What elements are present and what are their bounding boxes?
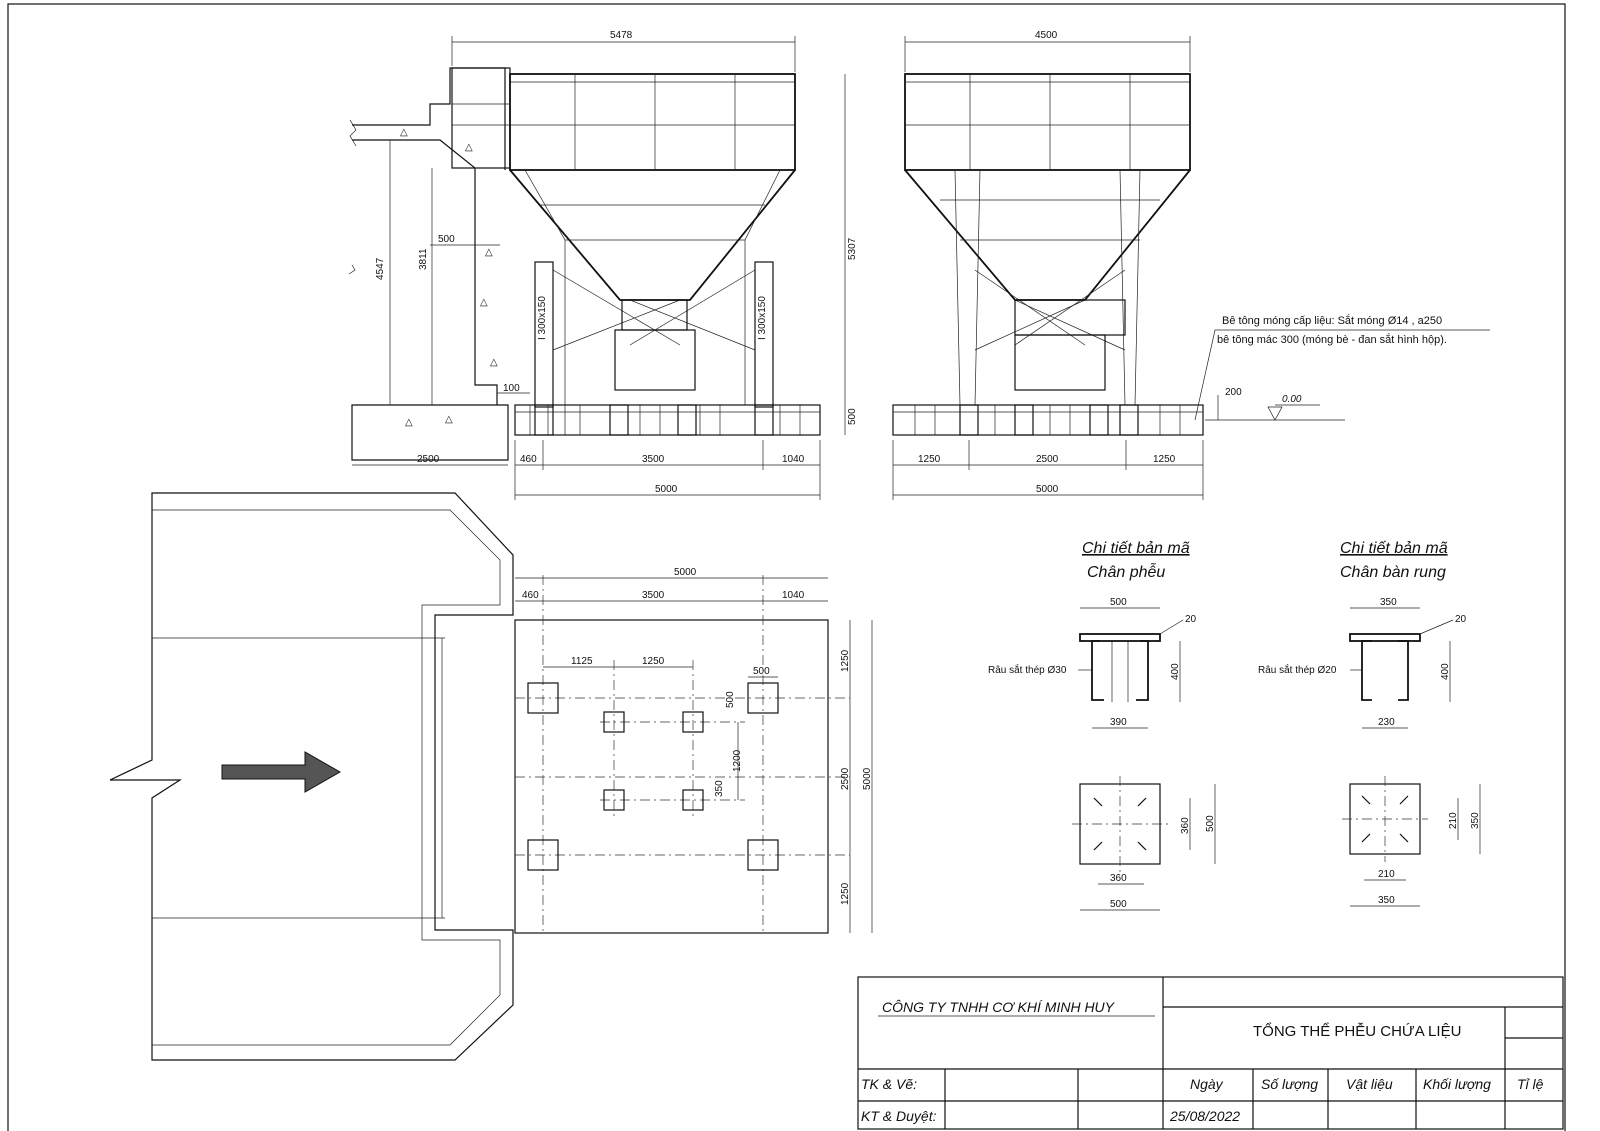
- elevation-right: 4500 1250 2500 1250 5000 200 0.00 Bê tôn…: [892, 30, 1490, 500]
- dim-wall-width: 2500: [417, 454, 440, 465]
- detail-hopper-thickness: 20: [1185, 614, 1197, 625]
- detail-screen-title1: Chi tiết bản mã: [1340, 540, 1448, 557]
- svg-text:△: △: [480, 297, 488, 308]
- plan-dim-overall-height: 5000: [862, 767, 873, 790]
- sheet-border: [7, 3, 1566, 1131]
- quantity-label: Số lượng: [1261, 1076, 1318, 1092]
- dim-column-spacing: 3500: [642, 454, 665, 465]
- company-name: CÔNG TY TNHH CƠ KHÍ MINH HUY: [882, 999, 1116, 1015]
- plan-dim-left-offset: 460: [522, 590, 539, 601]
- detail-screen-plate-width: 350: [1380, 597, 1397, 608]
- plan-dim-inner-offset: 1125: [571, 656, 593, 667]
- plan-dim-overall-width: 5000: [674, 567, 697, 578]
- dim-setback: 500: [438, 234, 455, 245]
- dim-gap: 100: [503, 383, 520, 394]
- detail-screen: Chi tiết bản mã Chân bàn rung 350 20 Râu…: [1258, 540, 1481, 907]
- column-label-right: I 300x150: [757, 296, 768, 340]
- svg-text:△: △: [445, 414, 453, 425]
- dim-right-column-spacing: 2500: [1036, 454, 1059, 465]
- drawing-title: TỔNG THỂ PHỄU CHỨA LIỆU: [1253, 1022, 1461, 1040]
- detail-screen-thickness: 20: [1455, 614, 1467, 625]
- elevation-left: △ △ △ △ △ △ △ I 300x150 I 300x150: [348, 30, 858, 500]
- designed-by-label: TK & Vẽ:: [861, 1076, 917, 1092]
- plan-dim-right-mid: 2500: [840, 767, 851, 790]
- detail-screen-plate-width-bottom: 350: [1378, 895, 1395, 906]
- dim-right-offset: 1040: [782, 454, 805, 465]
- detail-hopper-anchor-label: Râu sắt thép Ø30: [988, 663, 1067, 676]
- detail-screen-title2: Chân bàn rung: [1340, 564, 1446, 581]
- svg-text:△: △: [465, 142, 473, 153]
- detail-hopper-title2: Chân phễu: [1087, 562, 1165, 581]
- svg-text:△: △: [405, 417, 413, 428]
- detail-hopper-anchor-length: 400: [1170, 663, 1181, 680]
- plan-dim-right-offset: 1040: [782, 590, 805, 601]
- foundation-note-line2: bê tông mác 300 (móng bè - đan sắt hình …: [1217, 333, 1447, 346]
- detail-screen-anchor-span: 230: [1378, 717, 1395, 728]
- detail-screen-hole-h: 210: [1378, 869, 1395, 880]
- plan-dim-column-spacing: 3500: [642, 590, 665, 601]
- dim-base-thickness: 500: [847, 408, 858, 425]
- detail-screen-anchor-length: 400: [1440, 663, 1451, 680]
- title-block: CÔNG TY TNHH CƠ KHÍ MINH HUY TỔNG THỂ PH…: [857, 976, 1564, 1130]
- dim-wall-height: 4547: [375, 257, 386, 280]
- dim-top-width-right: 4500: [1035, 30, 1058, 41]
- detail-hopper-hole-v: 360: [1180, 817, 1191, 834]
- plan-dim-small-pad: 350: [714, 780, 725, 797]
- detail-hopper-anchor-span: 390: [1110, 717, 1127, 728]
- date-value: 25/08/2022: [1169, 1108, 1240, 1124]
- dim-right-overall-width: 5000: [1036, 484, 1059, 495]
- svg-text:△: △: [400, 127, 408, 138]
- level-mark: 0.00: [1282, 394, 1302, 405]
- svg-text:△: △: [490, 357, 498, 368]
- dim-left-offset: 460: [520, 454, 537, 465]
- approved-by-label: KT & Duyệt:: [861, 1108, 937, 1124]
- dim-right-left-offset: 1250: [918, 454, 941, 465]
- detail-screen-anchor-label: Râu sắt thép Ø20: [1258, 663, 1337, 676]
- material-label: Vật liệu: [1346, 1076, 1393, 1092]
- detail-screen-plate-height: 350: [1470, 812, 1481, 829]
- detail-hopper-title1: Chi tiết bản mã: [1082, 540, 1190, 557]
- date-label: Ngày: [1190, 1076, 1224, 1092]
- plan-dim-inner-vertical: 1200: [732, 749, 743, 772]
- column-label-left: I 300x150: [537, 296, 548, 340]
- foundation-note-line1: Bê tông móng cấp liệu: Sắt móng Ø14 , a2…: [1222, 314, 1442, 327]
- dim-inner-height: 3811: [418, 248, 429, 270]
- plan-dim-inner-spacing: 1250: [642, 656, 665, 667]
- detail-hopper-plate-width-bottom: 500: [1110, 899, 1127, 910]
- dim-right-right-offset: 1250: [1153, 454, 1176, 465]
- svg-text:△: △: [485, 247, 493, 258]
- weight-label: Khối lượng: [1423, 1076, 1491, 1092]
- detail-hopper-hole-h: 360: [1110, 873, 1127, 884]
- dim-total-height: 5307: [847, 237, 858, 260]
- plan-dim-right-bottom: 1250: [840, 882, 851, 905]
- detail-hopper: Chi tiết bản mã Chân phễu 500 20 Râu sắt…: [988, 540, 1216, 911]
- detail-hopper-plate-width: 500: [1110, 597, 1127, 608]
- dim-top-width: 5478: [610, 30, 633, 41]
- plan-dim-pad-size: 500: [753, 666, 770, 677]
- plan-dim-right-top: 1250: [840, 649, 851, 672]
- detail-hopper-plate-height: 500: [1205, 815, 1216, 832]
- scale-label: Tỉ lệ: [1517, 1076, 1544, 1092]
- flow-arrow-icon: [221, 751, 342, 793]
- detail-screen-hole-v: 210: [1448, 812, 1459, 829]
- plan-view: 5000 460 3500 1040 1125 1250 500 500 120…: [109, 492, 873, 1061]
- dim-overall-width: 5000: [655, 484, 678, 495]
- plan-dim-pad-height: 500: [725, 691, 736, 708]
- dim-cover: 200: [1225, 387, 1242, 398]
